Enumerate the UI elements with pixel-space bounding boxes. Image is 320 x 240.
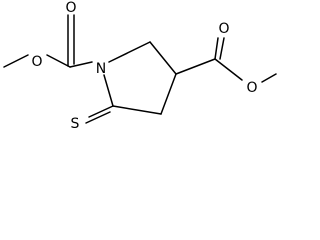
atom-s-thione: S bbox=[71, 116, 80, 132]
atom-labels: O O N S O O bbox=[31, 0, 257, 132]
bond-n-c2 bbox=[108, 41, 151, 63]
bond-carbonylc1-n bbox=[69, 61, 93, 68]
atom-o-ester-2: O bbox=[246, 80, 257, 96]
bond-c5-s-double bbox=[85, 111, 111, 124]
bond-c5-n bbox=[103, 74, 114, 107]
bond-oester1-carbonylc1 bbox=[46, 54, 71, 68]
atom-o-carbonyl-2: O bbox=[218, 21, 229, 37]
bond-oester2-methyl bbox=[261, 73, 277, 83]
structure-canvas: O O N S O O bbox=[3, 0, 277, 132]
atom-o-ester-1: O bbox=[31, 54, 42, 70]
bond-c5-s bbox=[88, 105, 114, 118]
bond-c3-c4 bbox=[160, 73, 177, 115]
bond-c2-c3 bbox=[149, 41, 177, 75]
bond-c4-c5 bbox=[112, 105, 162, 115]
atom-o-carbonyl-1: O bbox=[65, 0, 76, 16]
molecule-diagram: O O N S O O bbox=[3, 0, 277, 132]
bond-carbonylc2-ocarbonyl2-double bbox=[219, 37, 225, 60]
bond-methyl-oester1 bbox=[3, 54, 29, 68]
bond-c3-carbonylc2 bbox=[175, 58, 216, 75]
bond-carbonylc2-oester2 bbox=[214, 58, 243, 81]
atom-n-ring: N bbox=[96, 61, 106, 77]
bond-carbonylc2-ocarbonyl2 bbox=[214, 37, 219, 60]
